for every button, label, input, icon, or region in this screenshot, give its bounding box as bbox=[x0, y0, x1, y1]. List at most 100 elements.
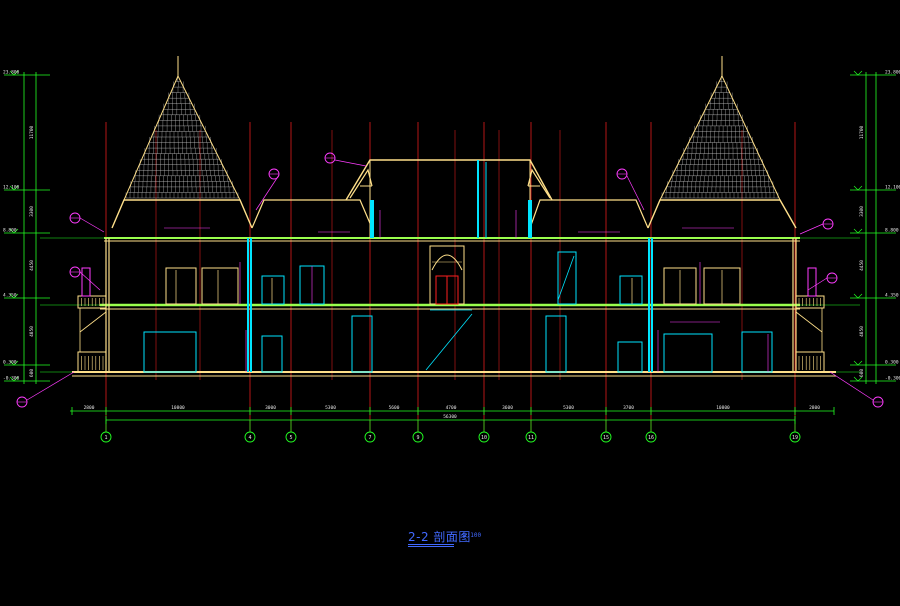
callout-leader-3 bbox=[334, 159, 367, 167]
right-elev-label-2: 8.800 bbox=[885, 228, 899, 234]
structure-layer bbox=[72, 56, 836, 377]
left-elev-mark-2 bbox=[9, 228, 19, 234]
mid-right-roof bbox=[529, 199, 649, 229]
axis-bubble-9 bbox=[412, 431, 424, 443]
right-elev-mark-1 bbox=[853, 185, 863, 191]
right-vdim-label-3: 4050 bbox=[859, 326, 865, 337]
left-vdim-label-1: 3300 bbox=[29, 206, 35, 217]
left-balcony-upper bbox=[77, 295, 107, 309]
right-elev-mark-5 bbox=[853, 376, 863, 382]
axis-label-19: 19 bbox=[792, 435, 798, 441]
left-elev-label-0: 23.800 bbox=[3, 70, 20, 76]
opening-0 bbox=[165, 267, 197, 305]
callout-leader-2 bbox=[26, 371, 75, 401]
right-bracket bbox=[795, 311, 823, 333]
dim-label-1: 10800 bbox=[171, 405, 185, 411]
right-elev-mark-0 bbox=[853, 70, 863, 76]
dim-label-3: 5300 bbox=[325, 405, 336, 411]
right-elev-label-4: 0.300 bbox=[885, 360, 899, 366]
left-gable-trim bbox=[349, 168, 373, 199]
right-gable-trim bbox=[527, 168, 551, 199]
callout-leader-5 bbox=[626, 175, 645, 211]
axis-label-11: 11 bbox=[528, 435, 534, 441]
right-vdim-label-4: 600 bbox=[859, 369, 865, 377]
left-elev-label-2: 8.800 bbox=[3, 228, 17, 234]
callout-leader-7 bbox=[807, 277, 828, 291]
left-vdim-label-0: 11700 bbox=[29, 125, 35, 139]
opening-13 bbox=[663, 333, 713, 373]
left-elev-mark-4 bbox=[9, 360, 19, 366]
dim-label-6: 3600 bbox=[502, 405, 513, 411]
dimensions-layer bbox=[4, 70, 896, 424]
axis-bubble-11 bbox=[525, 431, 537, 443]
details-layer bbox=[77, 245, 825, 373]
left-vdim-label-4: 600 bbox=[29, 369, 35, 377]
axis-label-16: 16 bbox=[648, 435, 654, 441]
left-balcony-lower bbox=[77, 351, 107, 373]
left-elev-mark-0 bbox=[9, 70, 19, 76]
callout-leader-4 bbox=[255, 174, 280, 211]
left-vdim-label-2: 4450 bbox=[29, 260, 35, 271]
axis-bubble-15 bbox=[600, 431, 612, 443]
right-elev-label-0: 23.800 bbox=[885, 70, 900, 76]
right-elev-mark-3 bbox=[853, 293, 863, 299]
center-window-arch bbox=[431, 254, 463, 271]
left-elev-label-3: 4.350 bbox=[3, 293, 17, 299]
axis-bubble-4 bbox=[244, 431, 256, 443]
opening-8 bbox=[557, 251, 577, 305]
title-underline-2 bbox=[408, 546, 454, 547]
left-elev-mark-5 bbox=[9, 376, 19, 382]
opening-5 bbox=[261, 335, 283, 373]
left-elev-label-5: -0.300 bbox=[3, 376, 20, 382]
side-annot-box-0 bbox=[81, 267, 91, 297]
right-roof-outline bbox=[647, 199, 797, 229]
dim-total-label: 56300 bbox=[443, 414, 457, 420]
axis-bubbles-layer bbox=[100, 420, 801, 443]
dim-label-9: 10800 bbox=[716, 405, 730, 411]
callout-leader-6 bbox=[799, 223, 824, 235]
axis-bubble-16 bbox=[645, 431, 657, 443]
drawing-scale: 1:100 bbox=[463, 532, 482, 539]
opening-12 bbox=[617, 341, 643, 373]
axis-label-10: 10 bbox=[481, 435, 487, 441]
opening-4 bbox=[143, 331, 197, 373]
dim-label-7: 5300 bbox=[563, 405, 574, 411]
left-elev-mark-1 bbox=[9, 185, 19, 191]
callout-leader-1 bbox=[79, 271, 101, 291]
axis-label-1: 1 bbox=[104, 435, 107, 441]
stair-diagonal-1 bbox=[425, 313, 473, 371]
axis-label-9: 9 bbox=[416, 435, 419, 441]
opening-9 bbox=[619, 275, 643, 305]
roof-tiles-layer bbox=[125, 75, 779, 199]
left-vdim-label-3: 4050 bbox=[29, 326, 35, 337]
drawing-title-block: 2-2 剖面图 1:100 bbox=[408, 528, 528, 548]
right-vdim-label-0: 11700 bbox=[859, 125, 865, 139]
right-elev-label-3: 4.350 bbox=[885, 293, 899, 299]
dim-label-4: 5600 bbox=[389, 405, 400, 411]
axis-label-15: 15 bbox=[603, 435, 609, 441]
dim-label-2: 3000 bbox=[265, 405, 276, 411]
right-elev-label-5: -0.300 bbox=[885, 376, 900, 382]
axis-label-7: 7 bbox=[368, 435, 371, 441]
right-elev-mark-4 bbox=[853, 360, 863, 366]
callout-leader-8 bbox=[829, 371, 874, 401]
opening-7 bbox=[545, 315, 567, 373]
axis-label-4: 4 bbox=[248, 435, 251, 441]
left-bracket bbox=[79, 311, 107, 333]
axis-bubble-10 bbox=[478, 431, 490, 443]
left-elev-label-4: 0.300 bbox=[3, 360, 17, 366]
side-annot-box-1 bbox=[807, 267, 817, 297]
walls-layer bbox=[247, 160, 653, 372]
annotations-layer bbox=[16, 152, 884, 408]
title-underline bbox=[408, 544, 454, 545]
dim-label-5: 4700 bbox=[446, 405, 457, 411]
axis-label-5: 5 bbox=[289, 435, 292, 441]
left-roof-outline bbox=[111, 199, 253, 229]
callout-leader-0 bbox=[79, 217, 105, 233]
opening-1 bbox=[201, 267, 239, 305]
right-vdim-label-1: 3300 bbox=[859, 206, 865, 217]
gridlines-layer bbox=[40, 122, 860, 432]
axis-bubble-19 bbox=[789, 431, 801, 443]
